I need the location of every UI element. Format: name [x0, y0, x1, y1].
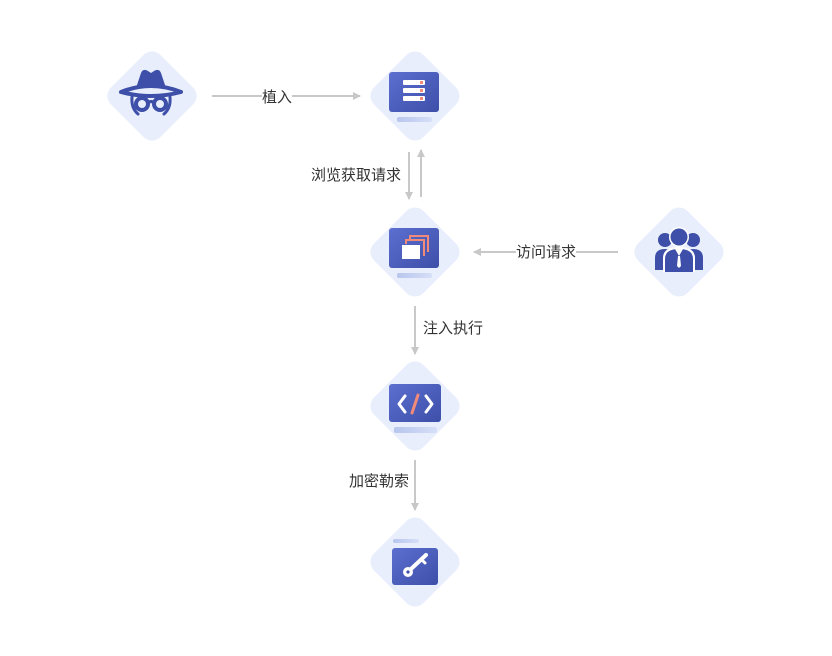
node-browser — [370, 207, 460, 297]
edge-label-inject-execute: 注入执行 — [423, 319, 484, 337]
code-icon — [389, 384, 441, 433]
edge-label-encrypt-ransom: 加密勒索 — [349, 472, 410, 490]
node-hacker — [107, 51, 197, 141]
user-group-icon — [655, 227, 703, 272]
node-code — [370, 361, 460, 451]
edge-label-visit-request: 访问请求 — [516, 243, 577, 261]
edge-label-browse-request: 浏览获取请求 — [311, 166, 402, 184]
node-users — [634, 207, 724, 297]
node-web-server — [370, 51, 460, 141]
node-ransom — [370, 517, 460, 607]
edge-label-implant: 植入 — [262, 88, 293, 106]
server-icon — [389, 72, 439, 122]
browser-windows-icon — [389, 228, 439, 278]
key-folder-icon — [392, 539, 438, 585]
spy-hacker-icon — [119, 69, 183, 116]
